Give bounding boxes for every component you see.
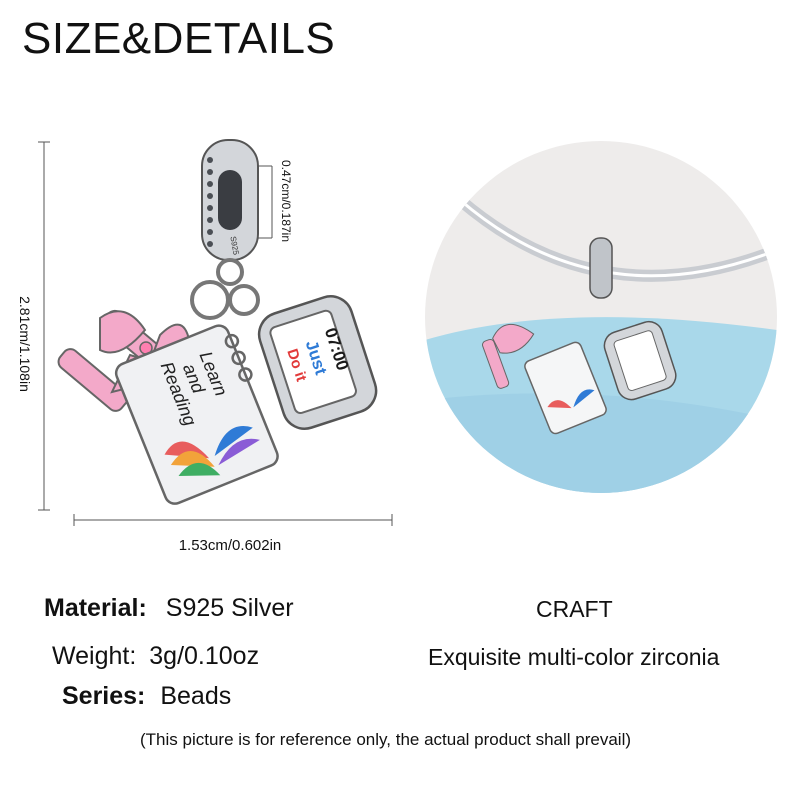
material-value: S925 Silver xyxy=(165,594,294,622)
main-ring xyxy=(190,280,230,320)
width-dimension-line xyxy=(73,514,393,526)
product-photo xyxy=(425,141,777,493)
weight-row: Weight: 3g/0.10oz xyxy=(52,642,259,671)
craft-description: Exquisite multi-color zirconia xyxy=(428,644,720,670)
reference-note: (This picture is for reference only, the… xyxy=(140,730,632,749)
side-ring xyxy=(228,284,260,316)
series-value: Beads xyxy=(160,682,232,710)
weight-value: 3g/0.10oz xyxy=(149,642,260,670)
series-label: Series: xyxy=(62,682,146,710)
weight-label: Weight: xyxy=(52,642,137,670)
bail-size-label: 0.47cm/0.187in xyxy=(279,159,293,243)
notebook-charm xyxy=(114,324,279,505)
page-title: SIZE&DETAILS xyxy=(22,14,336,63)
charm-diagram: S925 Learn and Reading 07:00 Just Do xyxy=(38,139,777,526)
material-label: Material: xyxy=(44,594,147,622)
series-row: Series: Beads xyxy=(62,682,231,711)
clock-charm xyxy=(257,295,378,430)
bail-bead xyxy=(201,139,259,261)
material-row: Material: S925 Silver xyxy=(44,594,294,623)
width-label: 1.53cm/0.602in xyxy=(178,537,282,554)
height-dimension-line xyxy=(38,141,50,511)
bail-stamp: S925 xyxy=(228,236,240,257)
top-ring xyxy=(216,258,244,286)
craft-heading: CRAFT xyxy=(536,596,613,622)
height-label: 2.81cm/1.108in xyxy=(17,296,33,392)
bail-dimension-line xyxy=(258,165,273,239)
